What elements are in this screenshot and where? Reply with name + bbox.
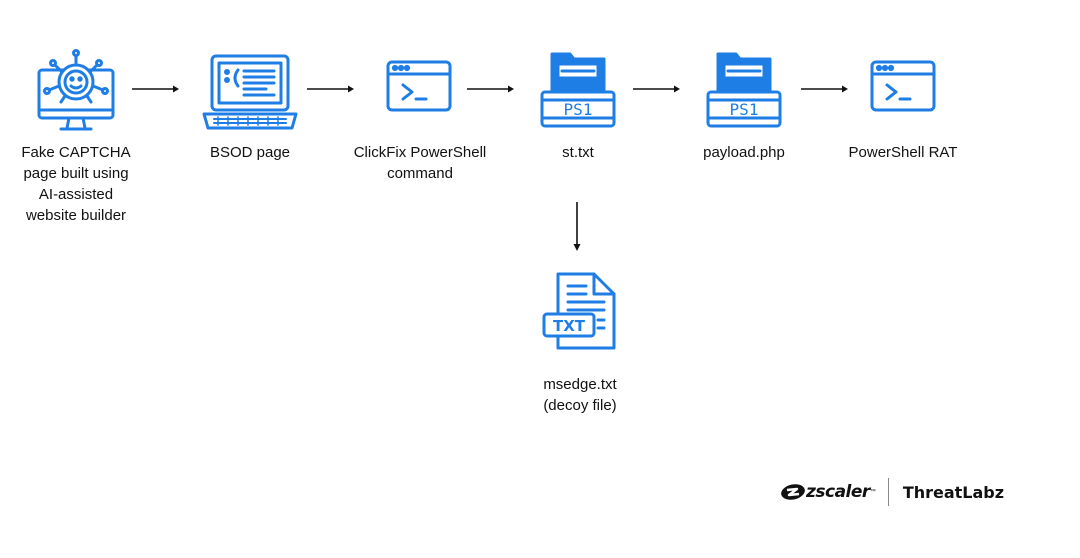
arrow-captcha-to-bsod [132, 85, 179, 93]
trademark-symbol: ™ [869, 489, 876, 495]
arrow-clickfix-to-st [467, 85, 514, 93]
txt-text: TXT [553, 317, 586, 335]
node-label-st-txt: st.txt [562, 144, 594, 161]
footer-divider [887, 478, 889, 506]
txt-file-icon: TXT [542, 272, 616, 350]
arrow-st-to-decoy [573, 202, 581, 251]
terminal-window-icon [870, 60, 936, 112]
node-fake-captcha [35, 46, 117, 132]
node-msedge-txt: TXT [540, 270, 620, 352]
node-label-payload-php: payload.php [703, 144, 785, 161]
zscaler-logo-icon [781, 484, 805, 500]
node-label-fake-captcha: Fake CAPTCHA page built using AI-assiste… [21, 144, 131, 224]
arrow-payload-to-rat [801, 85, 848, 93]
node-label-msedge-txt: msedge.txt (decoy file) [543, 376, 617, 414]
ps1-text: PS1 [564, 100, 593, 119]
ps1-folder-icon: PS1 [706, 52, 782, 128]
node-powershell-rat [870, 60, 936, 112]
node-st-txt: PS1 [538, 50, 618, 130]
node-bsod-page [200, 52, 300, 132]
node-payload-php: PS1 [704, 50, 784, 130]
laptop-icon [202, 54, 298, 130]
arrow-bsod-to-clickfix [307, 85, 354, 93]
virus-monitor-icon [37, 49, 115, 131]
arrow-st-to-payload [633, 85, 680, 93]
node-label-bsod-page: BSOD page [209, 144, 291, 161]
node-label-clickfix-command: ClickFix PowerShell command [353, 144, 487, 182]
threatlabz-wordmark: ThreatLabz [902, 482, 1005, 502]
node-label-powershell-rat: PowerShell RAT [848, 144, 958, 161]
terminal-window-icon [386, 60, 452, 112]
node-clickfix-command [386, 60, 452, 112]
zscaler-wordmark: zscaler [806, 482, 870, 502]
ps1-folder-icon: PS1 [540, 52, 616, 128]
ps1-text: PS1 [730, 100, 759, 119]
